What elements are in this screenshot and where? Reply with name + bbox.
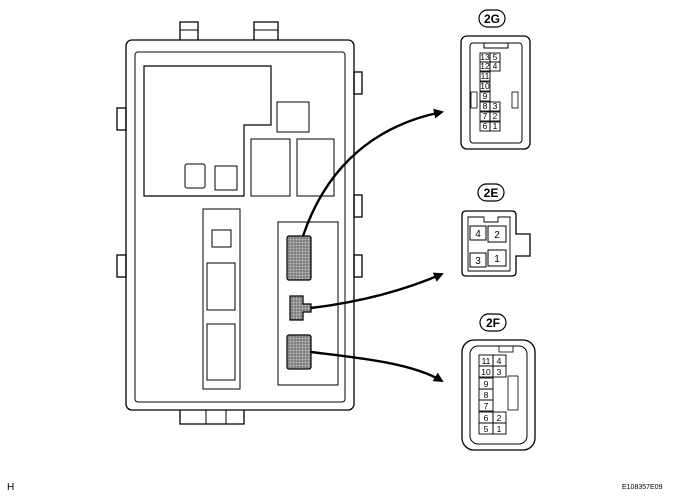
- block-body: [125, 39, 355, 411]
- pin-2f-1: 1: [497, 424, 502, 434]
- block-sockets: [286, 235, 312, 370]
- side-tab-right-2: [353, 194, 363, 218]
- connector-2g-key-left: [470, 91, 478, 109]
- pin-2e-2: 2: [494, 230, 500, 241]
- pin-2g-12: 12: [480, 61, 490, 71]
- connector-2e-housing: [461, 210, 531, 277]
- connector-2f-label-bubble: [479, 313, 507, 332]
- top-tab-right: [253, 21, 279, 40]
- connector-2f-inner: [469, 345, 528, 445]
- connector-2g-latch: [483, 43, 509, 49]
- connector-2e-inner: [467, 216, 511, 272]
- relay-small-1: [184, 163, 206, 189]
- pin-2f-9: 9: [484, 379, 489, 389]
- pin-2f-11: 11: [482, 356, 491, 366]
- center-slot-2: [206, 262, 236, 311]
- pin-2g-3: 3: [493, 101, 498, 111]
- pin-2g-9: 9: [483, 91, 488, 101]
- relay-area: [143, 65, 272, 197]
- pin-2g-13: 13: [480, 52, 490, 62]
- connector-2g-label: 2G: [484, 12, 500, 26]
- socket-2f: [286, 334, 312, 370]
- connector-2f: 2F 11 4 10 3 9 8 7 6 2 5 1: [461, 313, 536, 451]
- socket-2e: [289, 295, 312, 321]
- pin-2f-10: 10: [481, 367, 491, 377]
- inner-frame: [134, 51, 346, 403]
- arrow-to-2f: [310, 350, 444, 383]
- pin-2g-1: 1: [493, 121, 498, 131]
- socket-2g: [286, 235, 312, 281]
- connector-2g-housing: [460, 35, 531, 150]
- leader-arrows: [301, 108, 444, 383]
- pin-2g-6: 6: [483, 121, 488, 131]
- connector-2e: 2E 4 2 3 1: [461, 183, 531, 277]
- corner-label-left: H: [7, 482, 15, 493]
- pin-2f-8: 8: [484, 390, 489, 400]
- relay-small-2: [214, 165, 238, 191]
- pin-2g-10: 10: [480, 81, 490, 91]
- pin-2g-4: 4: [493, 61, 498, 71]
- connector-2g: 2G 13 5 12 4 11 10 9 8 3 7 2 6: [460, 9, 531, 150]
- figure-code: E108357E09: [622, 484, 663, 491]
- side-tab-right-3: [353, 254, 363, 278]
- pin-2f-6: 6: [484, 413, 489, 423]
- pin-2g-11: 11: [481, 71, 490, 81]
- bottom-foot: [179, 410, 245, 425]
- fuse-slot-mid-2: [296, 138, 335, 197]
- pin-2f-2: 2: [497, 413, 502, 423]
- connector-2e-label: 2E: [484, 186, 499, 200]
- connector-2g-label-bubble: [478, 9, 506, 28]
- connector-2f-key-top: [498, 345, 514, 353]
- pin-2f-5: 5: [484, 424, 489, 434]
- connector-2f-label: 2F: [486, 316, 500, 330]
- arrow-to-2e: [310, 272, 444, 310]
- fuse-slot-top: [276, 101, 310, 133]
- connector-2g-key-right: [511, 91, 519, 109]
- pin-2g-8: 8: [483, 101, 488, 111]
- pin-2e-3: 3: [475, 256, 481, 267]
- center-slot-1: [211, 229, 232, 248]
- side-tab-left-lower: [116, 254, 127, 278]
- pin-2g-2: 2: [493, 111, 498, 121]
- connector-2f-key-side: [507, 375, 519, 411]
- connector-2e-label-bubble: [477, 183, 505, 202]
- pin-2f-3: 3: [497, 367, 502, 377]
- pin-2f-7: 7: [484, 401, 489, 411]
- center-slot-3: [206, 323, 236, 381]
- top-tab-left: [179, 21, 199, 40]
- pin-2g-7: 7: [483, 111, 488, 121]
- connector-2f-housing: [461, 339, 536, 451]
- side-tab-right-1: [353, 71, 363, 95]
- arrow-to-2g: [301, 108, 444, 237]
- fuse-slot-mid-1: [250, 138, 291, 197]
- center-column: [202, 208, 241, 390]
- pin-2e-1: 1: [494, 254, 500, 265]
- pin-2e-4: 4: [475, 229, 481, 240]
- connector-2g-inner: [469, 42, 523, 144]
- side-tab-left-upper: [116, 107, 127, 131]
- pin-2g-5: 5: [493, 52, 498, 62]
- junction-block: [116, 21, 363, 425]
- pin-2f-4: 4: [497, 356, 502, 366]
